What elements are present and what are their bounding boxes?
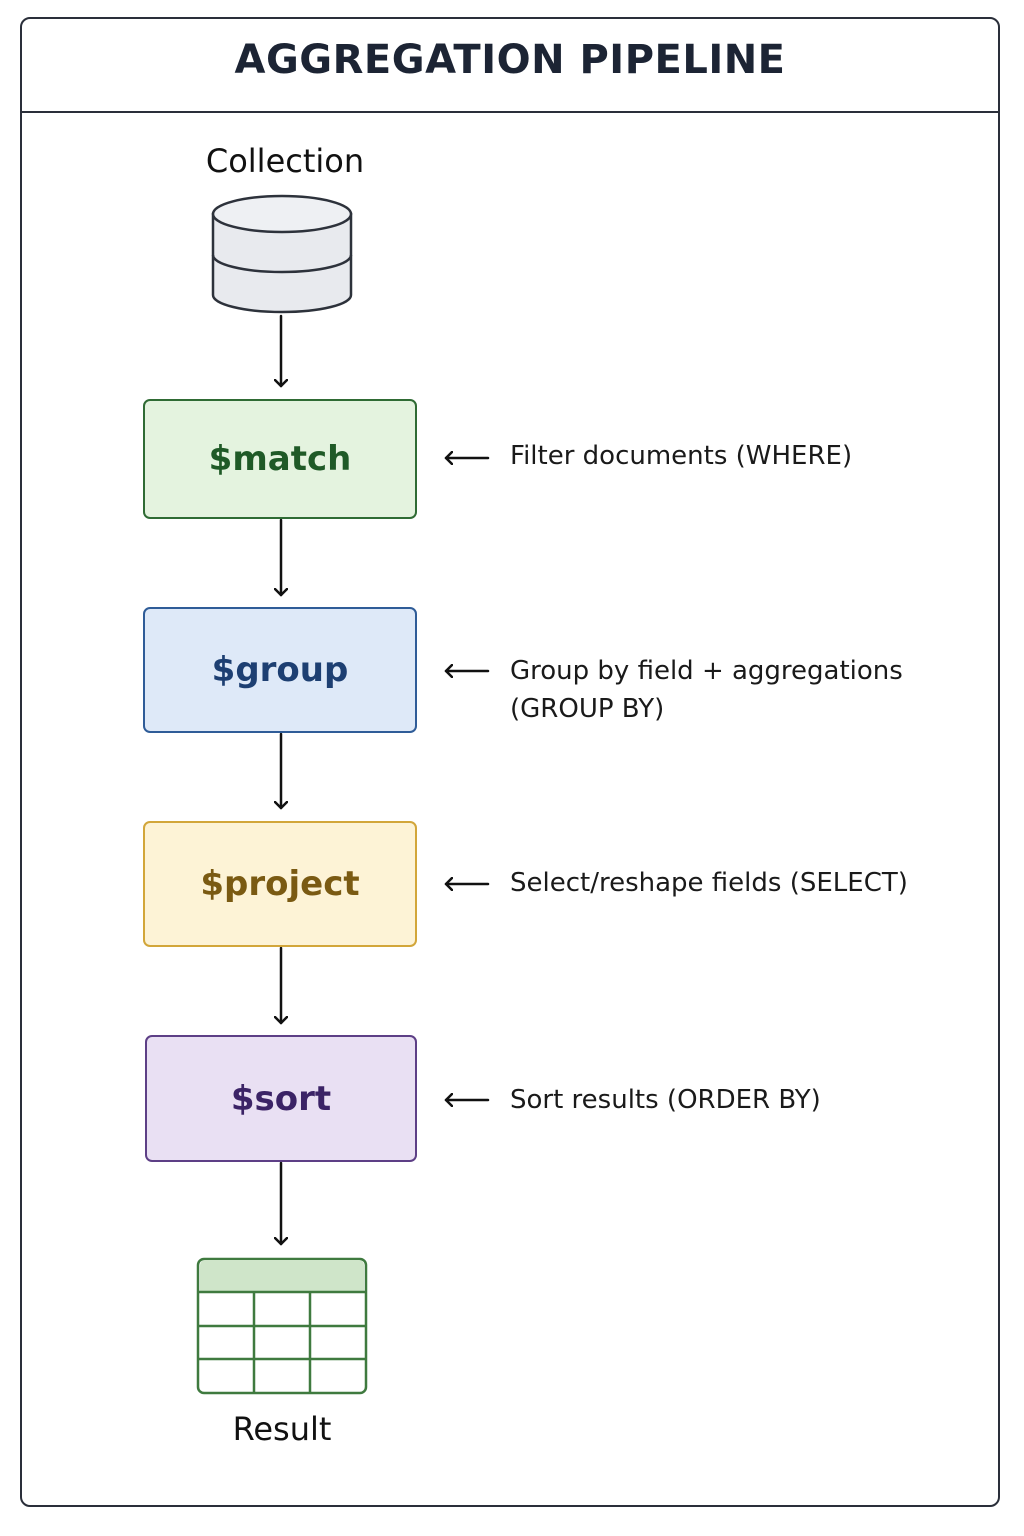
result-label: Result [232, 1410, 332, 1448]
stage-sort-description: Sort results (ORDER BY) [510, 1081, 821, 1119]
collection-label: Collection [205, 142, 365, 180]
description-line: Select/reshape fields (SELECT) [510, 868, 908, 898]
table-grid-icon [196, 1257, 368, 1395]
stage-sort: $sort [145, 1035, 417, 1162]
diagram-frame: AGGREGATION PIPELINE [20, 17, 1000, 1507]
stage-group-description: Group by field + aggregations (GROUP BY) [510, 652, 903, 728]
database-cylinder-icon [211, 194, 353, 314]
stage-match: $match [143, 399, 417, 519]
diagram-title: AGGREGATION PIPELINE [234, 37, 786, 83]
pointer-arrows [444, 458, 490, 1100]
stage-project: $project [143, 821, 417, 947]
stage-group: $group [143, 607, 417, 733]
description-line: (GROUP BY) [510, 694, 665, 724]
description-line: Group by field + aggregations [510, 656, 903, 686]
title-bar: AGGREGATION PIPELINE [22, 19, 998, 113]
stage-match-description: Filter documents (WHERE) [510, 437, 852, 475]
description-line: Sort results (ORDER BY) [510, 1085, 821, 1115]
stage-project-description: Select/reshape fields (SELECT) [510, 864, 908, 902]
description-line: Filter documents (WHERE) [510, 441, 853, 471]
